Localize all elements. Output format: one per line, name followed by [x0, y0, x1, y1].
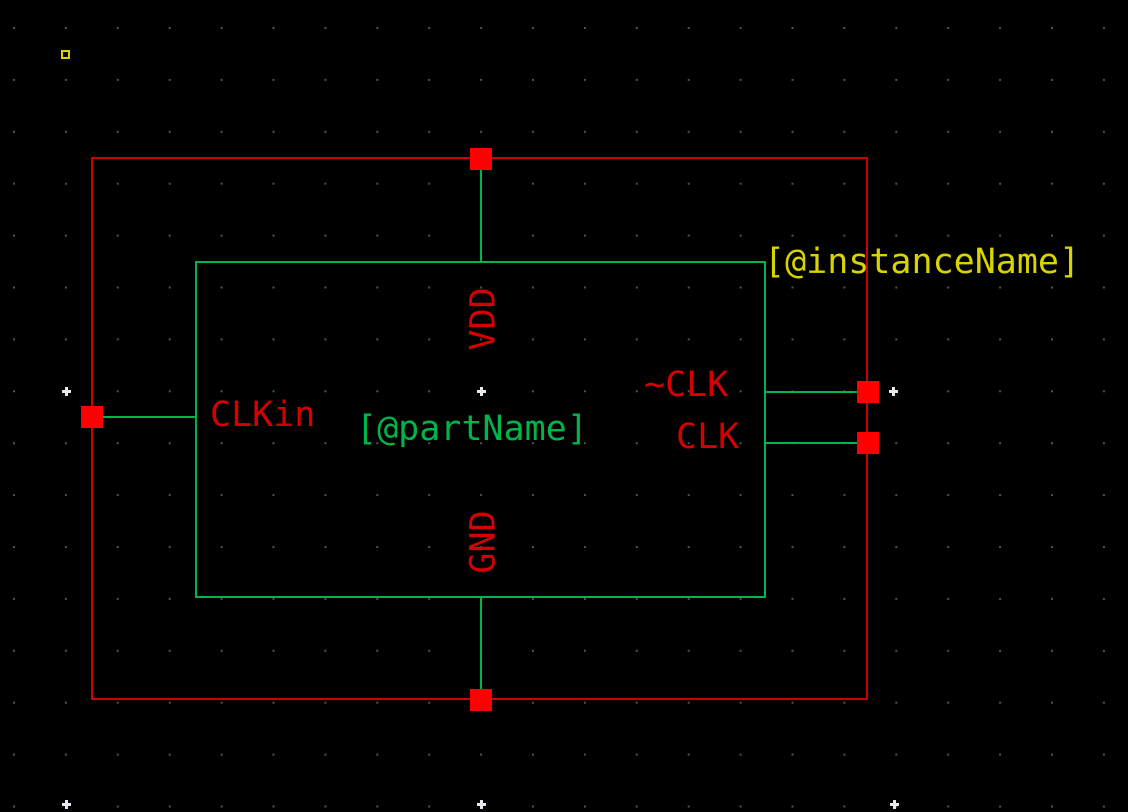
label-origin-marker-square[interactable]	[61, 50, 70, 59]
pin-label-clk[interactable]: CLK	[676, 417, 740, 457]
pin-handle-bottom-gnd[interactable]	[470, 689, 492, 711]
pin-wire-right-clk[interactable]	[766, 442, 858, 444]
instance-name-label[interactable]: [@instanceName]	[764, 242, 1081, 282]
pin-label-nclk[interactable]: ~CLK	[644, 365, 729, 405]
pin-wire-left-clkin[interactable]	[103, 416, 196, 418]
pin-handle-left-clkin[interactable]	[81, 406, 103, 428]
pin-handle-right-nclk[interactable]	[857, 381, 879, 403]
pin-label-clkin[interactable]: CLKin	[210, 395, 316, 435]
pin-wire-right-nclk[interactable]	[766, 391, 858, 393]
pin-handle-top-vdd[interactable]	[470, 148, 492, 170]
part-name-label[interactable]: [@partName]	[356, 409, 588, 449]
pin-wire-bottom-gnd[interactable]	[480, 598, 482, 690]
origin-marker	[62, 387, 899, 809]
symbol-body-rect[interactable]	[195, 261, 766, 598]
pin-wire-top-vdd[interactable]	[480, 170, 482, 262]
pin-handle-right-clk[interactable]	[857, 432, 879, 454]
